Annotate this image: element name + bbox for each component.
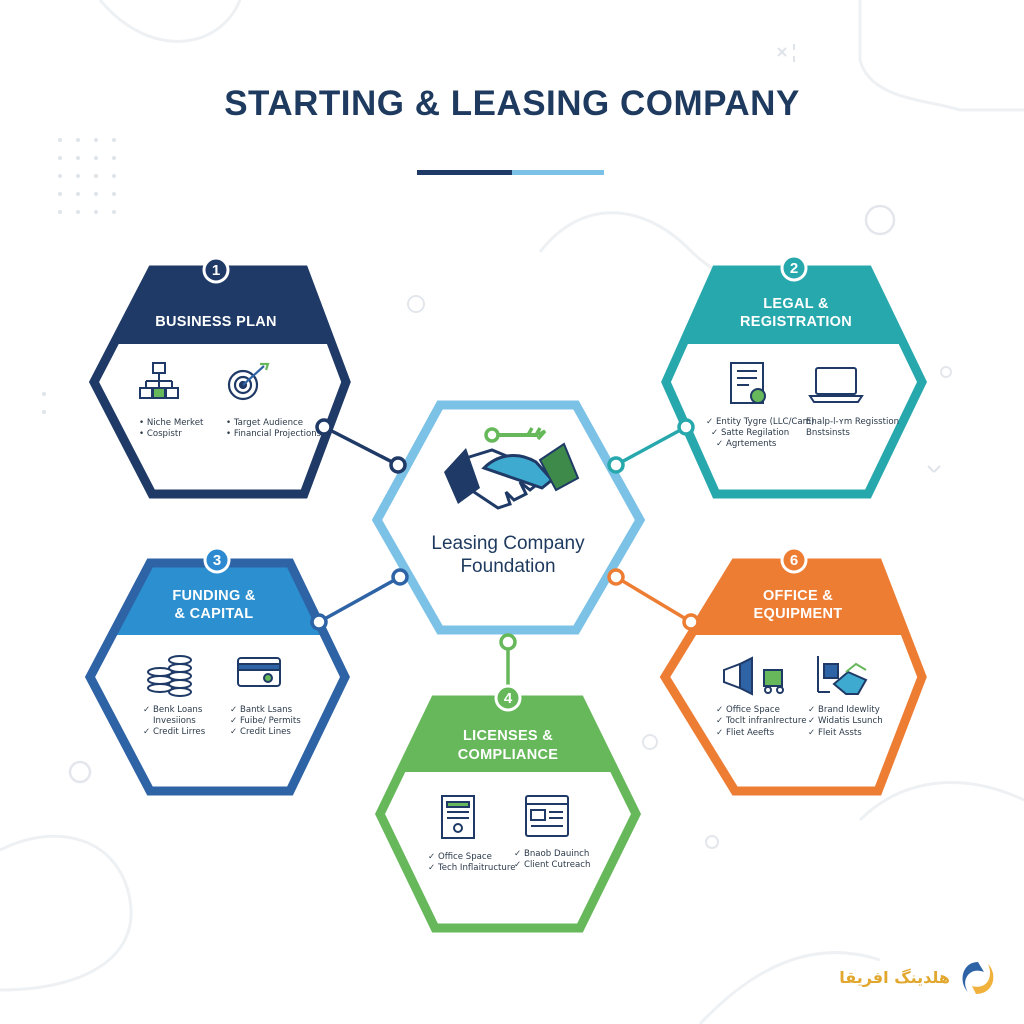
- funding-capital-node[interactable]: FUNDING & & CAPITAL ✓ Benk Loans Invesii…: [80, 546, 360, 801]
- credit-card-icon: [237, 657, 281, 687]
- office-number: 6: [790, 552, 798, 569]
- office-col1-item2: ✓ Toclt infranlrecture: [716, 716, 807, 726]
- webpage-icon: [525, 795, 569, 837]
- logo-swirl-icon: [962, 962, 994, 994]
- funding-number: 3: [213, 552, 221, 569]
- office-col2-item1: ✓ Brand Idewlity: [808, 705, 880, 715]
- funding-col2-item3: ✓ Credit Lines: [230, 727, 291, 737]
- legal-number: 2: [790, 260, 798, 277]
- center-label-line1: Leasing Company: [431, 533, 585, 554]
- target-arrow-icon: [227, 362, 270, 401]
- org-chart-icon: [139, 362, 179, 399]
- funding-col2-item1: ✓ Bantk Lsans: [230, 705, 293, 715]
- page-title: STARTING & LEASING COMPANY: [224, 84, 800, 123]
- business-plan-col1-item1: • Niche Merket: [139, 418, 204, 428]
- licenses-col2-item1: ✓ Bnaob Dauinch: [514, 849, 589, 859]
- handshake-forklift-icon: [817, 656, 868, 695]
- office-title-line1: OFFICE &: [763, 588, 833, 604]
- funding-col1-item2: Invesiions: [153, 716, 196, 726]
- office-col2-item3: ✓ Fleit Assts: [808, 728, 862, 738]
- connectors: [318, 425, 692, 692]
- funding-col1-item3: ✓ Credit Lirres: [143, 727, 206, 737]
- office-badge: [780, 546, 808, 574]
- legal-title-line1: LEGAL &: [763, 296, 829, 312]
- business-plan-number: 1: [212, 262, 220, 279]
- laptop-icon: [808, 367, 864, 403]
- licenses-number: 4: [504, 690, 513, 707]
- center-label-line2: Foundation: [460, 556, 555, 577]
- megaphone-truck-icon: [723, 656, 784, 696]
- funding-title-line2: & CAPITAL: [175, 606, 254, 622]
- business-plan-title: BUSINESS PLAN: [155, 314, 277, 330]
- licenses-col2-item2: ✓ Client Cutreach: [514, 860, 590, 870]
- logo-text: هلدینگ افریقا: [839, 968, 950, 987]
- business-plan-col2-item2: • Financial Projections: [226, 429, 322, 439]
- legal-badge: [780, 254, 808, 282]
- legal-col1-item1: ✓ Entity Tygre (LLC/Cam): [706, 417, 814, 427]
- center-node[interactable]: Leasing Company Foundation: [371, 400, 646, 635]
- office-col1-item3: ✓ Fliet Aeefts: [716, 728, 775, 738]
- business-plan-badge: [202, 256, 230, 284]
- business-plan-col2-item1: • Target Audience: [226, 418, 303, 428]
- legal-col1-item3: ✓ Agrtements: [716, 439, 777, 449]
- title-underline-dark: [417, 170, 512, 175]
- legal-col2-item1: Enalp-l-ʏm Regisstion: [806, 417, 899, 427]
- legal-registration-node[interactable]: LEGAL & REGISTRATION ✓ Entity Tygre (LLC…: [650, 254, 940, 504]
- brand-logo: هلدینگ افریقا: [839, 962, 994, 994]
- business-plan-node[interactable]: BUSINESS PLAN • Niche Merket • Cospistr …: [80, 256, 360, 504]
- licenses-title-line1: LICENSES &: [463, 728, 553, 744]
- title-underline-light: [512, 170, 604, 175]
- office-title-line2: EQUIPMENT: [754, 606, 843, 622]
- licenses-col1-item2: ✓ Tech Inflaitructure: [428, 863, 516, 873]
- licenses-title-line2: COMPLIANCE: [458, 747, 558, 763]
- legal-col2-item2: Bnstsinsts: [806, 428, 850, 438]
- handshake-key-icon: [444, 427, 580, 510]
- licenses-col1-item1: ✓ Office Space: [428, 852, 492, 862]
- coins-stack-icon: [147, 655, 192, 697]
- certificate-icon: [730, 362, 766, 404]
- funding-title-line1: FUNDING &: [172, 588, 255, 604]
- office-col2-item2: ✓ Widatis Lsunch: [808, 716, 883, 726]
- license-document-icon: [441, 795, 475, 839]
- office-col1-item1: ✓ Office Space: [716, 705, 780, 715]
- licenses-compliance-node[interactable]: LICENSES & COMPLIANCE ✓ Office Space ✓ T…: [370, 684, 650, 938]
- funding-col2-item2: ✓ Fuibe/ Permits: [230, 716, 301, 726]
- business-plan-col1-item2: • Cospistr: [139, 429, 182, 439]
- licenses-badge: [494, 684, 522, 712]
- connector-dots: [310, 418, 700, 651]
- funding-col1-item1: ✓ Benk Loans: [143, 705, 203, 715]
- office-equipment-node[interactable]: OFFICE & EQUIPMENT ✓ Office Space ✓ Tocl…: [650, 546, 940, 801]
- legal-col1-item2: ✓ Satte Regilation: [711, 428, 789, 438]
- legal-title-line2: REGISTRATION: [740, 314, 852, 330]
- funding-badge: [203, 546, 231, 574]
